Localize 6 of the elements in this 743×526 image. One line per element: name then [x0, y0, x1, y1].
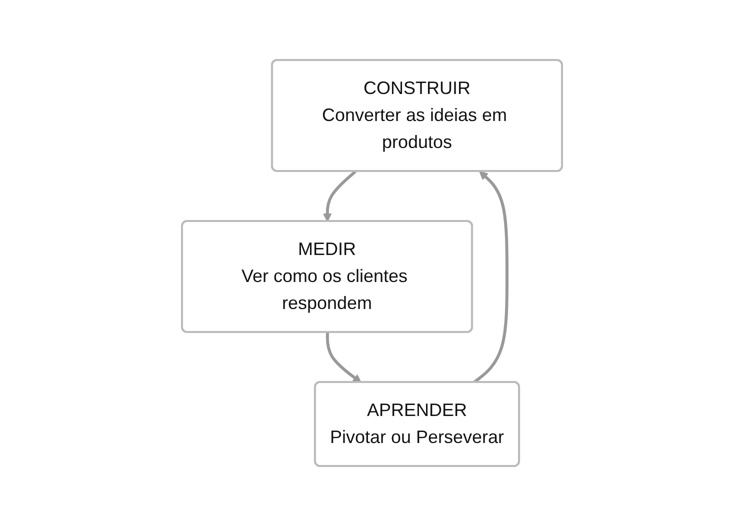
node-text: APRENDER Pivotar ou Perseverar — [329, 400, 504, 447]
node-text: CONSTRUIR Converter as ideias em produtos — [321, 78, 507, 152]
node-text: MEDIR Ver como os clientes respondem — [240, 239, 408, 313]
arrow — [322, 170, 356, 222]
arrow — [325, 332, 361, 383]
arrow — [472, 171, 508, 384]
